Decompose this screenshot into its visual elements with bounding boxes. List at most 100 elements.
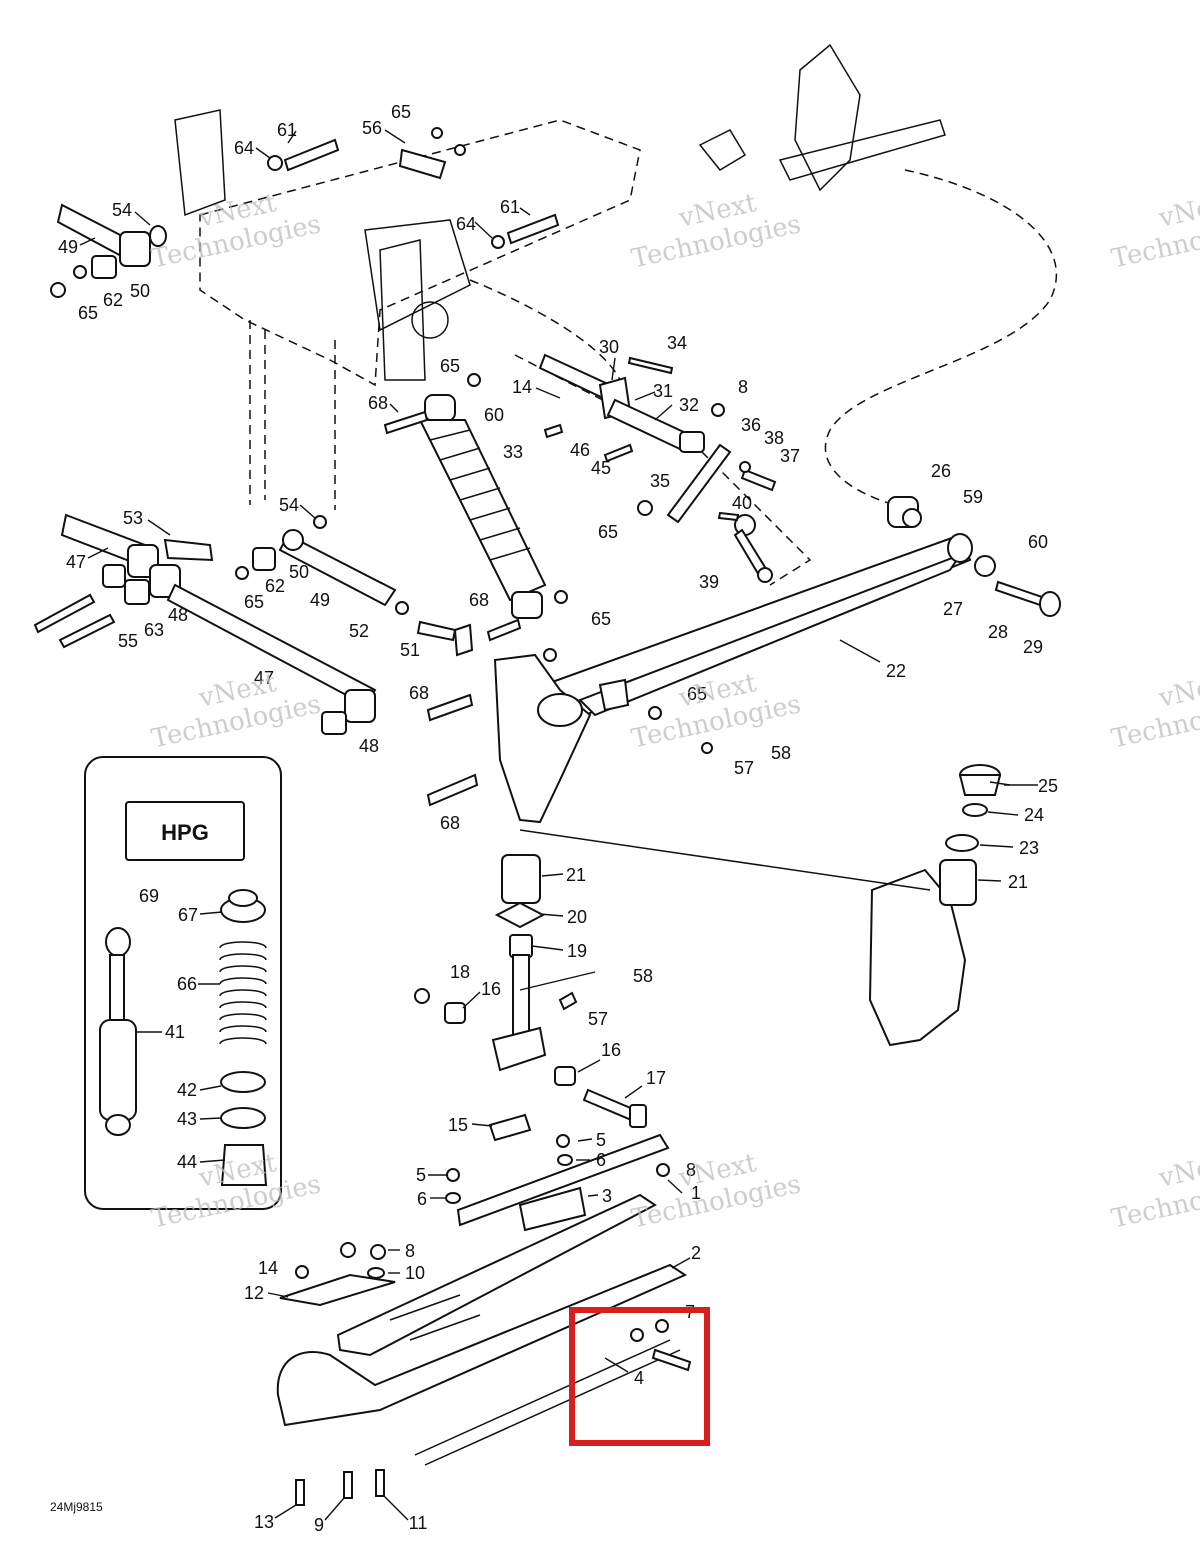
callout-17: 17 [646,1068,666,1088]
steering-linkage [538,353,777,583]
callout-59: 59 [963,487,983,507]
a-arm [416,496,1061,1047]
callout-37: 37 [780,446,800,466]
callout-52: 52 [349,621,369,641]
callout-4: 4 [634,1368,644,1388]
callout-46: 46 [570,440,590,460]
callout-54: 54 [112,200,132,220]
callout-23: 23 [1019,838,1039,858]
callout-61: 61 [277,120,297,140]
callout-8: 8 [686,1160,696,1180]
callout-40: 40 [732,493,752,513]
callout-64: 64 [234,138,254,158]
watermark: vNext Technologies [149,188,324,274]
highlight-box [569,1307,710,1446]
callout-69: 69 [139,886,159,906]
callout-47: 47 [254,668,274,688]
callout-49: 49 [310,590,330,610]
callout-29: 29 [1023,637,1043,657]
callout-34: 34 [667,333,687,353]
watermark: vNext Technologies [149,668,324,754]
callout-55: 55 [118,631,138,651]
callout-68: 68 [469,590,489,610]
ski-assembly [276,1133,692,1506]
spindle [414,854,647,1142]
callout-labels: 61 65 56 64 54 49 62 50 65 64 61 30 34 6… [58,102,1058,1535]
callout-50: 50 [130,281,150,301]
callout-6: 6 [596,1150,606,1170]
callout-62: 62 [265,576,285,596]
callout-65: 65 [591,609,611,629]
chassis-frame [174,43,1057,586]
callout-32: 32 [679,395,699,415]
callout-20: 20 [567,907,587,927]
callout-16: 16 [601,1040,621,1060]
callout-15: 15 [448,1115,468,1135]
callout-14: 14 [258,1258,278,1278]
callout-27: 27 [943,599,963,619]
callout-54: 54 [279,495,299,515]
callout-22: 22 [886,661,906,681]
callout-5: 5 [596,1130,606,1150]
callout-51: 51 [400,640,420,660]
callout-62: 62 [103,290,123,310]
callout-12: 12 [244,1283,264,1303]
callout-68: 68 [409,683,429,703]
watermark: vNext Technologies [629,188,804,274]
callout-48: 48 [359,736,379,756]
callout-68: 68 [368,393,388,413]
callout-3: 3 [602,1186,612,1206]
callout-43: 43 [177,1109,197,1129]
lower-arm-group [33,513,409,735]
callout-56: 56 [362,118,382,138]
callout-2: 2 [691,1243,701,1263]
callout-48: 48 [168,605,188,625]
callout-58: 58 [771,743,791,763]
callout-14: 14 [512,377,532,397]
watermark: vNext Technologies [1109,1148,1200,1234]
shock-kit-inset: HPG [84,756,282,1210]
callout-31: 31 [653,381,673,401]
callout-19: 19 [567,941,587,961]
callout-11: 11 [409,1513,428,1533]
callout-60: 60 [1028,532,1048,552]
callout-64: 64 [456,214,476,234]
callout-39: 39 [699,572,719,592]
hpg-badge: HPG [161,820,209,845]
center-shock [383,373,547,619]
callout-8: 8 [738,377,748,397]
callout-38: 38 [764,428,784,448]
callout-33: 33 [503,442,523,462]
callout-60: 60 [484,405,504,425]
callout-28: 28 [988,622,1008,642]
callout-58: 58 [633,966,653,986]
callout-21: 21 [1008,872,1028,892]
callout-21: 21 [566,865,586,885]
callout-47: 47 [66,552,86,572]
callout-49: 49 [58,237,78,257]
callout-16: 16 [481,979,501,999]
rear-tube-upper [50,127,560,298]
callout-26: 26 [931,461,951,481]
callout-61: 61 [500,197,520,217]
watermark: vNext Technologies [1109,188,1200,274]
callout-63: 63 [144,620,164,640]
callout-6: 6 [417,1189,427,1209]
callout-30: 30 [599,337,619,357]
callout-35: 35 [650,471,670,491]
callout-24: 24 [1024,805,1044,825]
callout-5: 5 [416,1165,426,1185]
callout-18: 18 [450,962,470,982]
callout-65: 65 [78,303,98,323]
callout-8: 8 [405,1241,415,1261]
callout-65: 65 [687,684,707,704]
callout-41: 41 [165,1022,185,1042]
callout-36: 36 [741,415,761,435]
callout-68: 68 [440,813,460,833]
callout-57: 57 [588,1009,608,1029]
callout-53: 53 [123,508,143,528]
callout-13: 13 [254,1512,274,1532]
callout-1: 1 [691,1183,701,1203]
callout-65: 65 [440,356,460,376]
